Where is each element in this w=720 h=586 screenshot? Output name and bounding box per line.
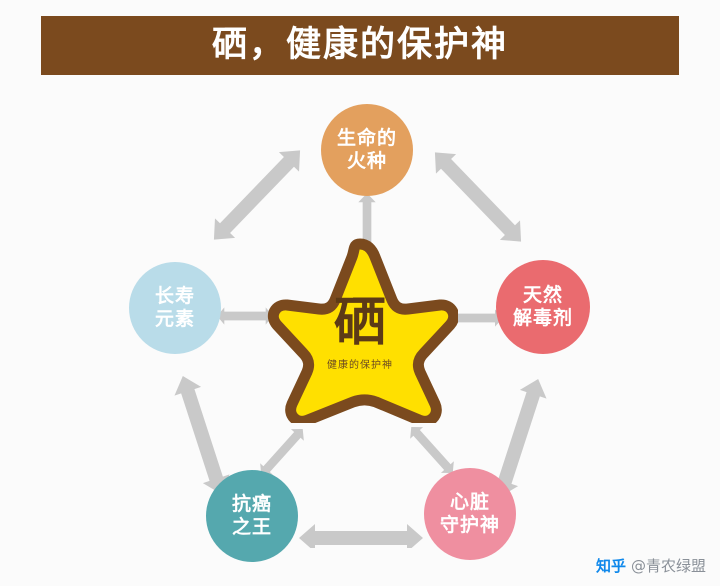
arrow-left-to-top	[203, 140, 311, 250]
watermark: 知乎 @青农绿盟	[596, 555, 706, 576]
arrow-center-bottomright	[404, 421, 460, 479]
center-star-node[interactable]: 硒 健康的保护神	[262, 238, 460, 427]
node-anticancer-king[interactable]: 抗癌 之王	[206, 470, 298, 562]
watermark-handle: @青农绿盟	[630, 557, 706, 575]
node-bottom-right-label: 心脏 守护神	[439, 490, 500, 536]
node-bottom-left-label: 抗癌 之王	[231, 492, 272, 538]
node-longevity-element[interactable]: 长寿 元素	[129, 262, 221, 354]
node-right-label: 天然 解毒剂	[512, 283, 573, 329]
node-heart-guardian[interactable]: 心脏 守护神	[424, 468, 516, 560]
node-left-label: 长寿 元素	[154, 284, 195, 330]
arrow-bottomright-to-bottomleft	[299, 524, 423, 548]
node-top-label: 生命的 火种	[336, 126, 397, 172]
star-shape	[267, 238, 460, 427]
node-life-spark[interactable]: 生命的 火种	[321, 104, 413, 196]
node-natural-antidote[interactable]: 天然 解毒剂	[496, 260, 590, 354]
page-title: 硒，健康的保护神	[211, 25, 508, 65]
arrow-top-to-right	[424, 142, 532, 252]
selenium-benefits-diagram: 硒 健康的保护神 生命的 火种 天然 解毒剂 心脏 守护神 抗癌 之王 长寿 元…	[0, 78, 720, 562]
zhihu-logo-icon: 知乎	[595, 557, 626, 575]
title-banner: 硒，健康的保护神	[41, 16, 679, 75]
